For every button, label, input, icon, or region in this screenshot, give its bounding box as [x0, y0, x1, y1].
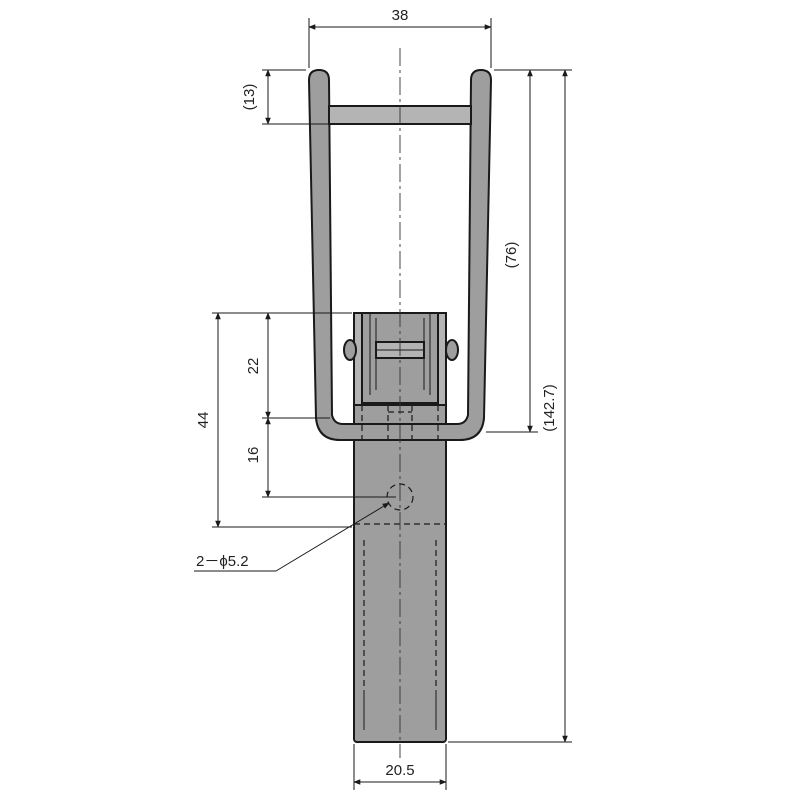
- wire-bail: [307, 68, 493, 441]
- dim-overall-length: (142.7): [541, 384, 558, 432]
- dimension-lines: [194, 18, 572, 790]
- dim-top-height: (13): [241, 84, 258, 111]
- dim-spacing-16: 16: [245, 447, 262, 464]
- dim-upper-length: (76): [503, 242, 520, 269]
- dim-top-width: 38: [392, 7, 409, 24]
- dim-bottom-width: 20.5: [385, 762, 414, 779]
- hole-callout: 2－ϕ5.2: [196, 553, 249, 570]
- dim-span-44: 44: [195, 412, 212, 429]
- dim-spacing-22: 22: [245, 358, 262, 375]
